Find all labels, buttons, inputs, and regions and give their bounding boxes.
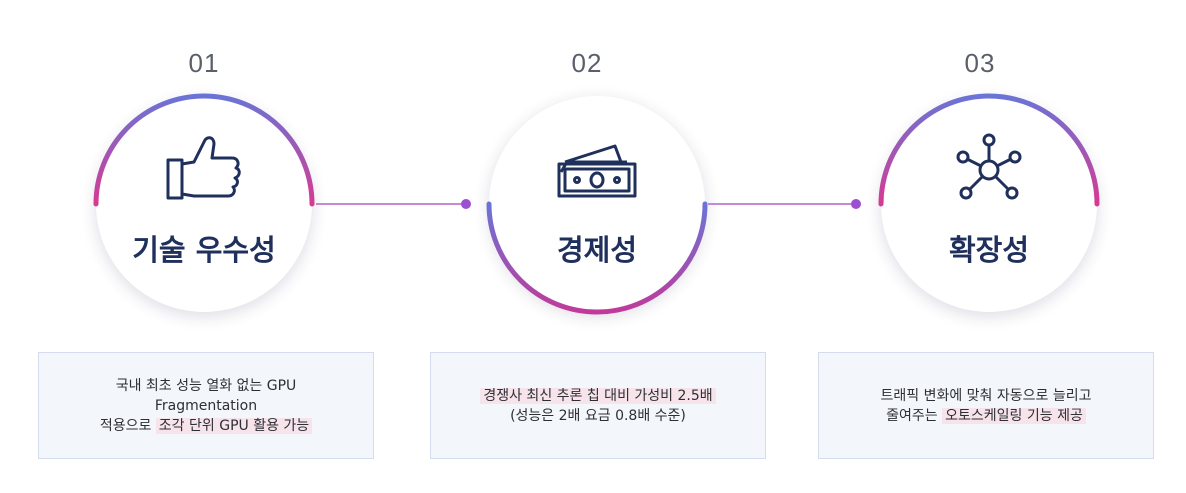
top-arc: [878, 93, 1100, 207]
step-title: 경제성: [556, 233, 638, 267]
circle-economy: 경제성: [485, 92, 709, 316]
step-title: 기술 우수성: [132, 233, 276, 267]
description-line: 국내 최초 성능 열화 없는 GPU: [115, 377, 297, 394]
description-line: Fragmentation: [154, 397, 258, 414]
top-arc: [93, 93, 315, 207]
description-box-economy: 경쟁사 최신 추론 칩 대비 가성비 2.5배 (성능은 2배 요금 0.8배 …: [430, 352, 766, 459]
highlight-text: 경쟁사 최신 추론 칩 대비 가성비 2.5배: [480, 387, 716, 404]
connector-line: [708, 203, 856, 205]
description-line: (성능은 2배 요금 0.8배 수준): [510, 407, 686, 424]
circle-scalability: 확장성: [877, 92, 1101, 316]
highlight-text: 오토스케일링 기능 제공: [942, 407, 1086, 424]
description-box-technology: 국내 최초 성능 열화 없는 GPU Fragmentation 적용으로 조각…: [38, 352, 374, 459]
step-title: 확장성: [948, 233, 1030, 267]
step-number-03: 03: [964, 48, 996, 78]
money-bills-icon: [557, 144, 637, 198]
highlight-text: 조각 단위 GPU 활용 가능: [155, 417, 313, 434]
description-line: 경쟁사 최신 추론 칩 대비 가성비 2.5배: [480, 386, 716, 406]
connector-line: [316, 203, 466, 205]
description-line: 적용으로 조각 단위 GPU 활용 가능: [100, 416, 313, 436]
step-number-02: 02: [571, 48, 603, 78]
description-line: 트래픽 변화에 맞춰 자동으로 늘리고: [880, 387, 1092, 404]
step-number-01: 01: [188, 48, 220, 78]
network-nodes-icon: [956, 133, 1022, 200]
bottom-arc: [486, 201, 708, 315]
connector-dot: [851, 199, 861, 209]
circle-technology: 기술 우수성: [92, 92, 316, 316]
thumbs-up-icon: [166, 136, 241, 200]
description-line: 줄여주는 오토스케일링 기능 제공: [886, 406, 1086, 426]
connector-dot: [461, 199, 471, 209]
description-box-scalability: 트래픽 변화에 맞춰 자동으로 늘리고 줄여주는 오토스케일링 기능 제공: [818, 352, 1154, 459]
